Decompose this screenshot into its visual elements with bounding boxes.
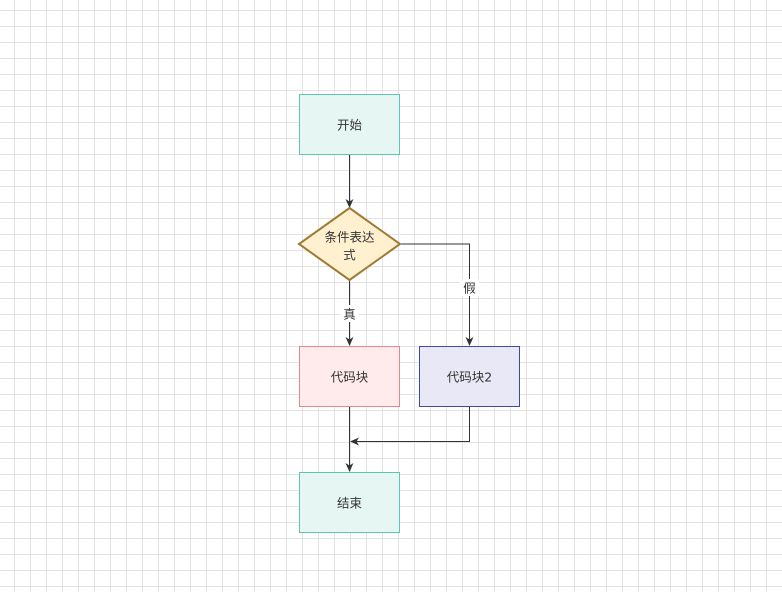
edge-label-true-text: 真 <box>343 307 356 322</box>
edges <box>345 155 474 472</box>
node-condition[interactable]: 条件表达 式 <box>297 206 402 282</box>
node-block1[interactable]: 代码块 <box>299 346 400 407</box>
edge-block2-to-merge[interactable] <box>350 407 470 446</box>
edge-label-true: 真 <box>340 305 359 322</box>
node-block2-label: 代码块2 <box>447 370 492 385</box>
node-end[interactable]: 结束 <box>299 472 400 533</box>
node-condition-label-line1: 条件表达 <box>324 230 375 245</box>
node-start-label: 开始 <box>337 118 363 133</box>
node-block1-label: 代码块 <box>331 370 369 385</box>
node-condition-label-line2: 式 <box>343 248 356 263</box>
node-block2[interactable]: 代码块2 <box>419 346 520 407</box>
edge-condition-to-block2-false[interactable] <box>400 243 474 346</box>
node-start[interactable]: 开始 <box>299 94 400 155</box>
edge-label-false-text: 假 <box>463 281 476 296</box>
edge-label-false: 假 <box>460 279 479 296</box>
node-end-label: 结束 <box>337 496 363 511</box>
